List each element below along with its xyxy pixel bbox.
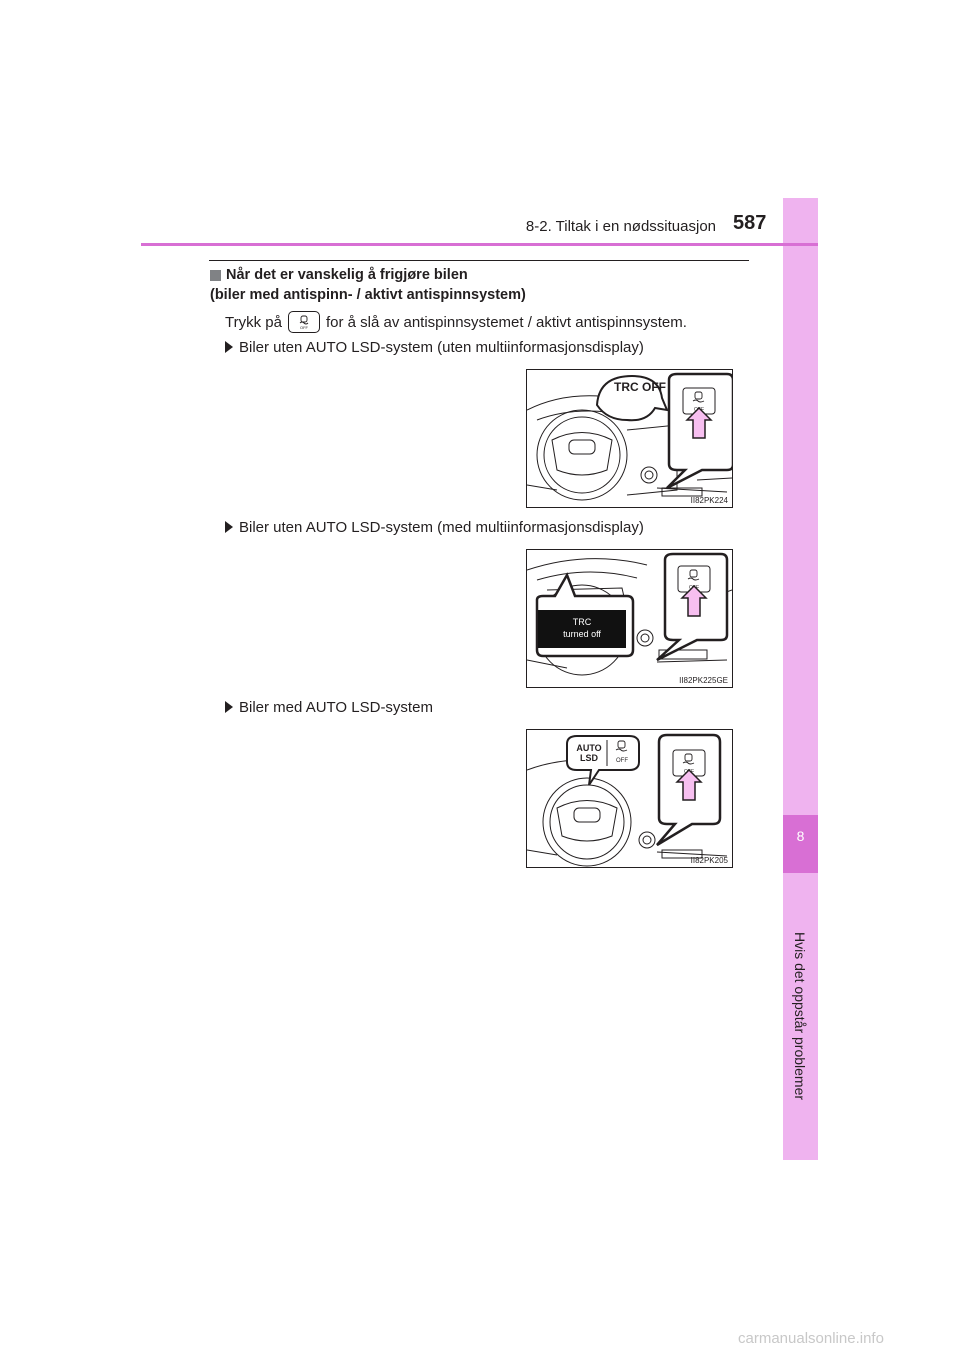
list-item-label: Biler med AUTO LSD-system xyxy=(239,699,433,716)
arrow-bullet-icon xyxy=(225,701,233,713)
section-rule xyxy=(209,260,749,261)
arrow-bullet-icon xyxy=(225,341,233,353)
figure-code: II82PK224 xyxy=(690,496,728,505)
display-line1: TRC xyxy=(572,617,592,627)
auto-lsd-indicator: AUTO LSD xyxy=(571,743,607,763)
auto-lsd-line2: LSD xyxy=(580,753,598,763)
trc-off-switch-icon: OFF xyxy=(287,311,320,333)
list-item-label: Biler uten AUTO LSD-system (uten multiin… xyxy=(239,339,644,356)
arrow-bullet-icon xyxy=(225,521,233,533)
intro-paragraph: Trykk på OFF for å slå av antispinnsyste… xyxy=(225,311,687,334)
auto-lsd-off-text: OFF xyxy=(616,758,628,764)
switch-off-text: OFF xyxy=(300,325,309,330)
watermark: carmanualsonline.info xyxy=(738,1330,884,1347)
figure-dashboard-1: OFF TRC OFF II82PK224 xyxy=(526,369,733,508)
header-rule xyxy=(141,243,818,246)
intro-text-before: Trykk på xyxy=(225,313,282,331)
trc-off-indicator: TRC OFF xyxy=(614,380,666,394)
page-header-title: 8-2. Tiltak i en nødssituasjon xyxy=(525,218,716,235)
intro-text-after: for å slå av antispinnsystemet / aktivt … xyxy=(325,313,687,331)
figure-dashboard-2: OFF TRC turned off II82PK225GE xyxy=(526,549,733,688)
section-bullet-icon xyxy=(210,270,221,281)
list-item-3: Biler med AUTO LSD-system xyxy=(225,699,433,716)
auto-lsd-line1: AUTO xyxy=(576,743,602,753)
list-item-1: Biler uten AUTO LSD-system (uten multiin… xyxy=(225,339,644,356)
figure-code: II82PK225GE xyxy=(679,676,728,685)
display-line2: turned off xyxy=(563,629,601,639)
chapter-side-tab xyxy=(783,198,818,1160)
page-number: 587 xyxy=(733,212,767,234)
chapter-number: 8 xyxy=(796,828,805,844)
chapter-title-text: Hvis det oppstår problemer xyxy=(792,931,808,1101)
figure-dashboard-3: OFF OFF AUTO LSD II82PK205 xyxy=(526,729,733,868)
trc-turned-off-display: TRC turned off xyxy=(538,610,626,648)
chapter-number-box xyxy=(783,815,818,873)
section-heading-line2: (biler med antispinn- / aktivt antispinn… xyxy=(210,287,526,303)
list-item-label: Biler uten AUTO LSD-system (med multiinf… xyxy=(239,519,644,536)
list-item-2: Biler uten AUTO LSD-system (med multiinf… xyxy=(225,519,644,536)
section-heading-line1: Når det er vanskelig å frigjøre bilen xyxy=(226,267,468,283)
figure-code: II82PK205 xyxy=(690,856,728,865)
